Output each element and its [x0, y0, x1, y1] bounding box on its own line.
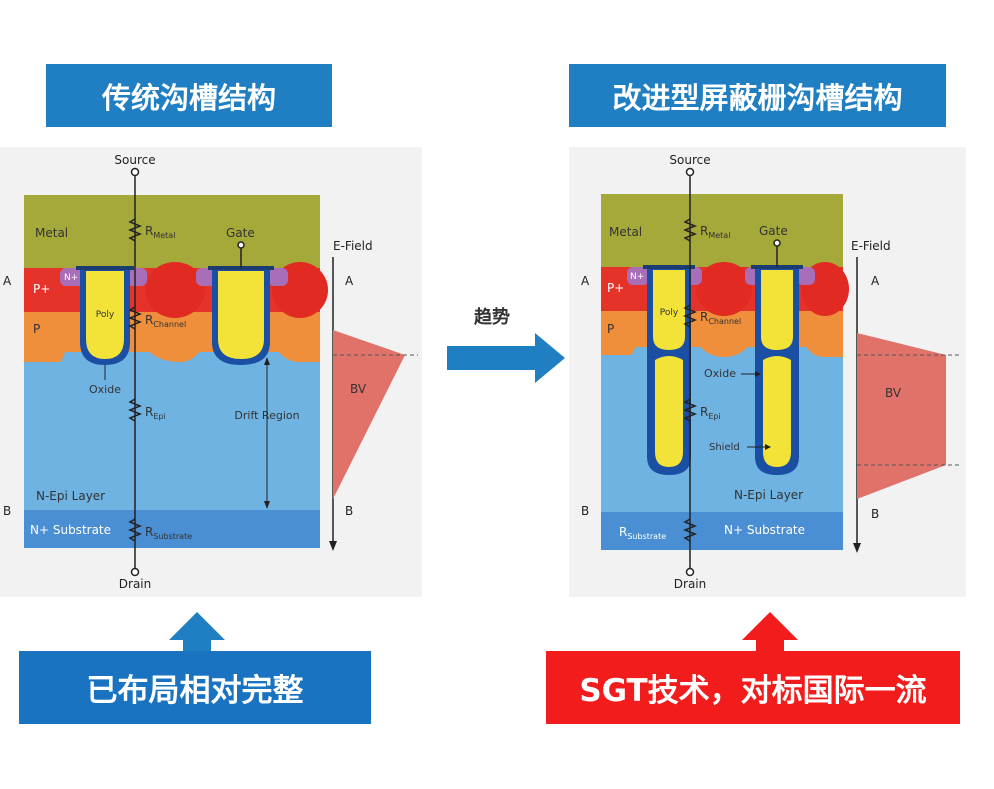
r-epi-label: REpi: [700, 405, 721, 421]
p-plus-label: P+: [607, 281, 624, 295]
shield-label: Shield: [709, 442, 740, 453]
left-up-arrow-icon: [169, 612, 225, 652]
a-label-efield: A: [871, 274, 880, 288]
a-label-efield: A: [345, 274, 354, 288]
right-diagram: Source Drain Metal Gate RMetal RChannel …: [581, 153, 961, 591]
p-plus-label: P+: [33, 282, 50, 296]
r-epi-label: REpi: [145, 405, 166, 421]
b-label: B: [3, 504, 11, 518]
metal-layer: [24, 195, 320, 268]
r-channel-label: RChannel: [700, 310, 741, 326]
metal-label: Metal: [35, 226, 68, 240]
r-channel-label: RChannel: [145, 313, 186, 329]
bv-label: BV: [885, 386, 902, 400]
r-substrate-label: RSubstrate: [145, 525, 192, 541]
trend-label: 趋势: [474, 307, 510, 328]
n-substrate-label: N+ Substrate: [30, 523, 111, 537]
left-diagram-panel: Source Drain Metal Gate RMetal RChannel …: [0, 147, 422, 597]
n-plus-region: [60, 268, 84, 286]
source-label: Source: [669, 153, 710, 167]
right-diagram-panel: Source Drain Metal Gate RMetal RChannel …: [569, 147, 966, 597]
n-substrate-label: N+ Substrate: [724, 523, 805, 537]
n-epi-label: N-Epi Layer: [36, 489, 105, 503]
r-metal-symbol: [127, 218, 143, 242]
b-label: B: [581, 504, 589, 518]
poly-label: Poly: [660, 308, 679, 318]
bv-region: [857, 333, 946, 499]
gate-label: Gate: [226, 226, 255, 240]
efield-label: E-Field: [333, 239, 373, 253]
right-title: 改进型屏蔽栅沟槽结构: [569, 64, 946, 127]
left-diagram: Source Drain Metal Gate RMetal RChannel …: [3, 153, 418, 591]
oxide-label: Oxide: [89, 383, 121, 396]
shield-electrode: [655, 356, 683, 467]
a-label: A: [581, 274, 590, 288]
gate-label: Gate: [759, 224, 788, 238]
n-epi-layer: [24, 352, 320, 510]
source-label: Source: [114, 153, 155, 167]
b-label-efield: B: [871, 507, 879, 521]
gate-trench-poly: [218, 271, 264, 359]
drain-label: Drain: [674, 577, 706, 591]
metal-label: Metal: [609, 225, 642, 239]
bv-label: BV: [350, 382, 367, 396]
bv-triangle: [333, 330, 405, 499]
n-plus-label: N+: [64, 273, 78, 283]
n-epi-label: N-Epi Layer: [734, 488, 803, 502]
a-label: A: [3, 274, 12, 288]
left-title: 传统沟槽结构: [46, 64, 332, 127]
trend-arrow-icon: [447, 333, 565, 383]
p-label: P: [607, 322, 614, 336]
right-up-arrow-icon: [742, 612, 798, 652]
left-bottom-label: 已布局相对完整: [19, 651, 371, 724]
r-substrate-label: RSubstrate: [619, 525, 666, 541]
p-label: P: [33, 322, 40, 336]
n-substrate-layer: [24, 510, 320, 548]
efield-label: E-Field: [851, 239, 891, 253]
right-bottom-label: SGT技术，对标国际一流: [546, 651, 960, 724]
drain-label: Drain: [119, 577, 151, 591]
left-trench-poly: [86, 271, 124, 359]
oxide-label: Oxide: [704, 367, 736, 380]
r-metal-label: RMetal: [145, 224, 175, 240]
n-plus-label: N+: [630, 272, 644, 282]
poly-label: Poly: [96, 310, 115, 320]
b-label-efield: B: [345, 504, 353, 518]
r-metal-label: RMetal: [700, 224, 730, 240]
